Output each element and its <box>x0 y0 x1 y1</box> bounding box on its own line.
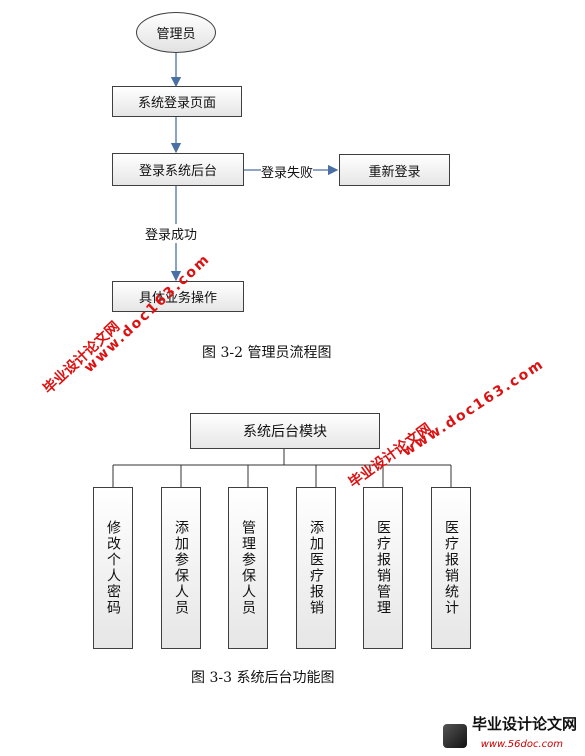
module-node: 医疗报销管理 <box>363 487 403 649</box>
login-backend-node: 登录系统后台 <box>112 153 244 186</box>
module-node: 医疗报销统计 <box>431 487 471 649</box>
login-backend-label: 登录系统后台 <box>138 164 217 179</box>
module-node: 修改个人密码 <box>93 487 133 649</box>
root-module-label: 系统后台模块 <box>243 424 327 440</box>
module-label: 医疗报销管理 <box>375 520 391 616</box>
module-node: 添加医疗报销 <box>296 487 336 649</box>
footer-title: 毕业设计论文网 <box>471 715 577 733</box>
start-node-admin: 管理员 <box>136 12 216 53</box>
operations-node: 具体业务操作 <box>112 281 244 312</box>
module-node: 添加参保人员 <box>161 487 201 649</box>
footer-url: www.56doc.com <box>480 739 563 750</box>
login-failed-label: 登录失败 <box>261 162 314 181</box>
figure-caption-3-2: 图 3-2 管理员流程图 <box>202 345 332 361</box>
figure-caption-3-3: 图 3-3 系统后台功能图 <box>191 670 335 686</box>
module-node: 管理参保人员 <box>228 487 268 649</box>
module-label: 添加医疗报销 <box>308 520 324 616</box>
footer-logo-icon <box>443 724 467 748</box>
module-label: 医疗报销统计 <box>443 520 459 616</box>
relogin-label: 重新登录 <box>368 164 421 180</box>
module-label: 管理参保人员 <box>240 520 256 616</box>
start-node-label: 管理员 <box>156 27 196 42</box>
module-label: 添加参保人员 <box>173 520 189 616</box>
login-success-label: 登录成功 <box>145 224 198 243</box>
login-page-node: 系统登录页面 <box>112 86 242 117</box>
login-page-label: 系统登录页面 <box>137 96 216 111</box>
root-module-node: 系统后台模块 <box>190 413 380 449</box>
relogin-node: 重新登录 <box>339 154 450 186</box>
operations-label: 具体业务操作 <box>138 291 217 306</box>
module-label: 修改个人密码 <box>105 520 121 616</box>
